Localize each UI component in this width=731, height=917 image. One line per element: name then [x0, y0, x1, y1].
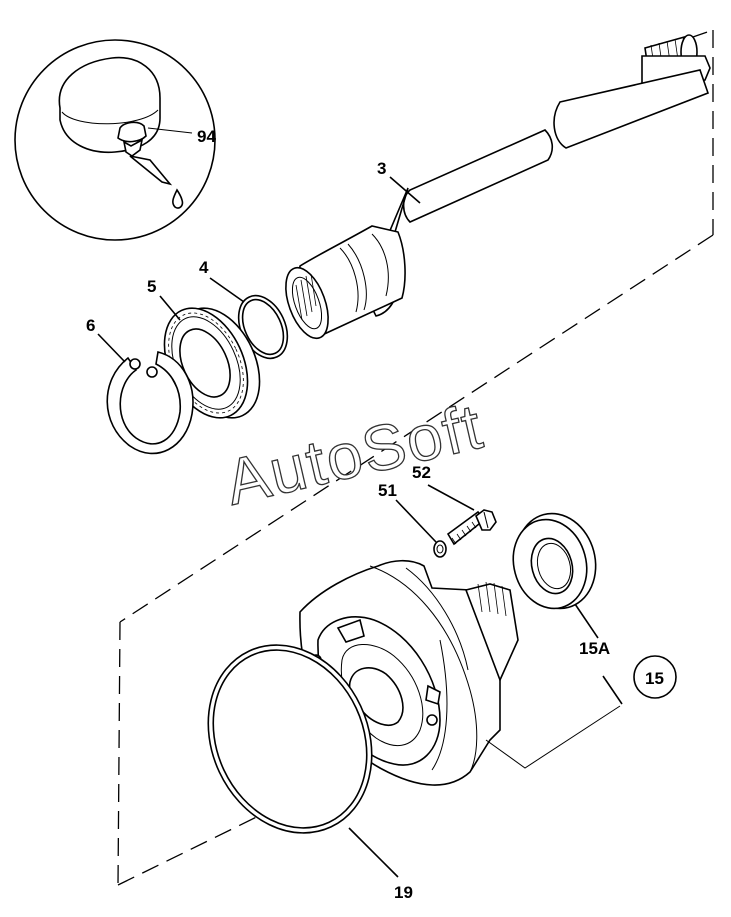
watermark: AutoSoft [219, 390, 490, 519]
drive-shaft [285, 34, 711, 340]
callout-4: 4 [199, 258, 209, 277]
callout-6: 6 [86, 316, 95, 335]
adhesive-bottle-inset [14, 39, 216, 241]
o-ring [207, 644, 373, 834]
callout-52: 52 [412, 463, 431, 482]
callout-15: 15 [645, 669, 664, 688]
callout-15-badge: 15 [633, 655, 677, 699]
callout-15a: 15A [579, 639, 610, 658]
assembly-axis-lines [117, 29, 714, 886]
callout-3: 3 [377, 159, 386, 178]
oil-seal [512, 512, 597, 610]
callout-94: 94 [197, 127, 216, 146]
bolt [446, 509, 497, 546]
callout-5: 5 [147, 277, 156, 296]
callout-51: 51 [378, 481, 397, 500]
callout-19: 19 [394, 883, 413, 902]
leader-lines [97, 176, 623, 878]
circlip [106, 351, 194, 455]
washer [433, 540, 447, 558]
snap-ring [237, 294, 289, 360]
